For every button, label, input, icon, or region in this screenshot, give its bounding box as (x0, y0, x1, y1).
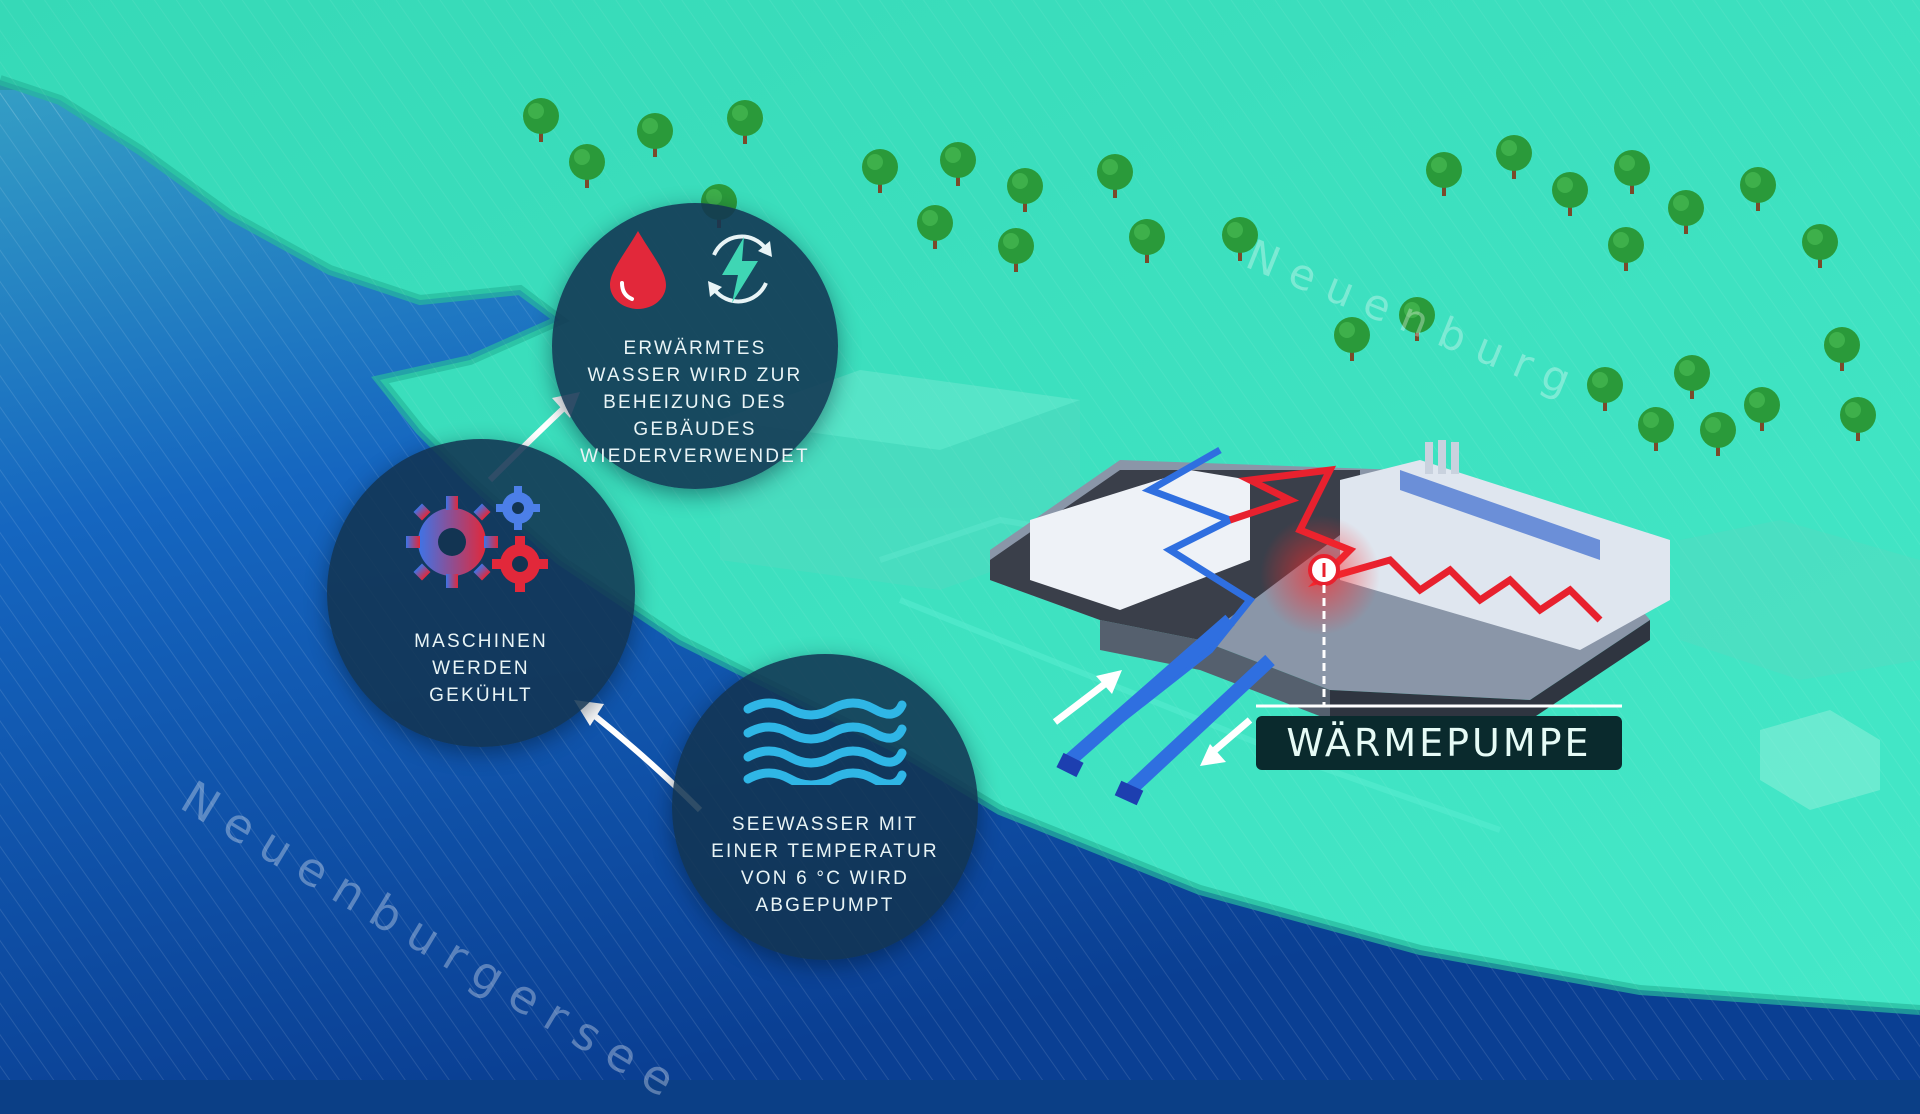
tree (1097, 154, 1133, 198)
tree (1638, 407, 1674, 451)
step-text-heating: ERWÄRMTES WASSER WIRD ZUR BEHEIZUNG DES … (580, 337, 810, 467)
step-circle-cooling: MASCHINEN WERDEN GEKÜHLT (327, 439, 635, 747)
step-circle-intake: SEEWASSER MIT EINER TEMPERATUR VON 6 °C … (672, 654, 978, 960)
map-scene (0, 0, 1920, 1080)
neighbor-building-small (1760, 710, 1880, 810)
tree (1700, 412, 1736, 456)
tree (1129, 219, 1165, 263)
tree (637, 113, 673, 157)
tree (1007, 168, 1043, 212)
flow-arrow-in (1052, 670, 1122, 725)
tree (1334, 317, 1370, 361)
tree (1426, 152, 1462, 196)
trees (523, 98, 1876, 456)
step-circle-heating: ERWÄRMTES WASSER WIRD ZUR BEHEIZUNG DES … (552, 203, 838, 489)
tree (1614, 150, 1650, 194)
tree (1222, 217, 1258, 261)
renewable-energy-icon (708, 234, 772, 303)
tree (1840, 397, 1876, 441)
flow-arrow-out (1200, 717, 1253, 766)
water-drop-icon (610, 230, 666, 309)
gears-icon (406, 485, 548, 592)
tree (523, 98, 559, 142)
tree (1608, 227, 1644, 271)
tree (1668, 190, 1704, 234)
tree (998, 228, 1034, 272)
intake-pipe-1 (1065, 614, 1235, 766)
tree (1824, 327, 1860, 371)
heat-pump-label: WÄRMEPUMPE (1256, 716, 1622, 770)
tree (1587, 367, 1623, 411)
tree (1674, 355, 1710, 399)
tree (917, 205, 953, 249)
intake-pipe-2 (1125, 654, 1275, 796)
tree (1496, 135, 1532, 179)
cold-pipe (1067, 446, 1256, 763)
step-text-cooling: MASCHINEN WERDEN GEKÜHLT (414, 630, 548, 706)
waves-icon (743, 698, 907, 785)
tree (1744, 387, 1780, 431)
tree (1552, 172, 1588, 216)
tree (862, 149, 898, 193)
tree (1740, 167, 1776, 211)
step-text-intake: SEEWASSER MIT EINER TEMPERATUR VON 6 °C … (711, 814, 939, 916)
tree (1399, 297, 1435, 341)
tree (940, 142, 976, 186)
tree (727, 100, 763, 144)
tree (1802, 224, 1838, 268)
heat-pump-marker (1256, 554, 1622, 708)
hot-pipe (1228, 465, 1603, 623)
neighbor-building-right (1680, 520, 1920, 680)
tree (569, 144, 605, 188)
